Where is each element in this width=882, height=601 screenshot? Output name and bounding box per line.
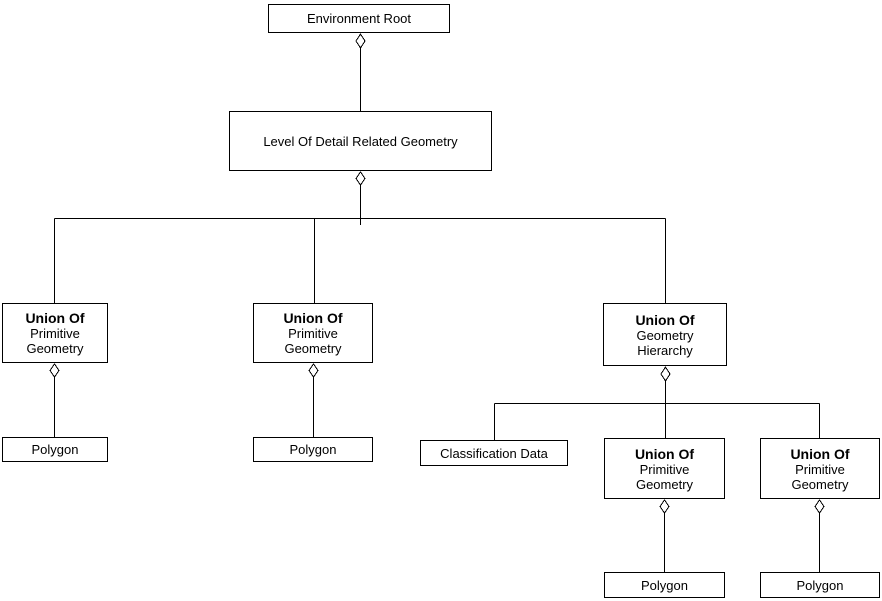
node-label: Geometry xyxy=(791,476,849,492)
node-label: Primitive xyxy=(288,326,338,341)
node-union-of-primitive-geometry-3[interactable]: Union Of Primitive Geometry xyxy=(604,438,725,499)
node-classification-data[interactable]: Classification Data xyxy=(420,440,568,466)
node-label: Hierarchy xyxy=(637,342,693,358)
node-label: Polygon xyxy=(289,442,337,457)
node-union-of-primitive-geometry-1[interactable]: Union Of Primitive Geometry xyxy=(2,303,108,363)
node-polygon-1[interactable]: Polygon xyxy=(2,437,108,462)
node-label: Level Of Detail Related Geometry xyxy=(263,133,458,149)
node-label: Primitive xyxy=(639,461,690,477)
node-label: Geometry xyxy=(26,341,84,356)
node-polygon-4[interactable]: Polygon xyxy=(760,572,880,598)
aggregation-diamond-icon xyxy=(659,499,670,514)
node-label: Polygon xyxy=(796,577,844,593)
node-label: Geometry xyxy=(635,476,694,492)
node-title: Union Of xyxy=(635,311,695,328)
node-label: Geometry xyxy=(284,341,342,356)
aggregation-diamond-icon xyxy=(308,363,319,378)
node-label: Primitive xyxy=(30,326,80,341)
node-polygon-3[interactable]: Polygon xyxy=(604,572,725,598)
node-level-of-detail-related-geometry[interactable]: Level Of Detail Related Geometry xyxy=(229,111,492,171)
node-label: Polygon xyxy=(641,577,688,593)
node-union-of-primitive-geometry-4[interactable]: Union Of Primitive Geometry xyxy=(760,438,880,499)
node-title: Union Of xyxy=(25,310,85,326)
aggregation-diamond-icon xyxy=(660,366,671,382)
aggregation-diamond-icon xyxy=(355,171,366,186)
node-label: Environment Root xyxy=(306,11,412,26)
node-union-of-geometry-hierarchy[interactable]: Union Of Geometry Hierarchy xyxy=(603,303,727,366)
node-label: Primitive xyxy=(795,461,845,477)
node-title: Union Of xyxy=(283,310,343,326)
aggregation-diamond-icon xyxy=(814,499,825,514)
aggregation-diamond-icon xyxy=(355,33,366,49)
node-title: Union Of xyxy=(634,445,695,462)
node-polygon-2[interactable]: Polygon xyxy=(253,437,373,462)
node-label: Geometry xyxy=(636,327,694,343)
node-label: Polygon xyxy=(31,442,79,457)
node-title: Union Of xyxy=(790,445,850,462)
node-label: Classification Data xyxy=(440,445,548,461)
node-environment-root[interactable]: Environment Root xyxy=(268,4,450,33)
aggregation-diamond-icon xyxy=(49,363,60,378)
node-union-of-primitive-geometry-2[interactable]: Union Of Primitive Geometry xyxy=(253,303,373,363)
